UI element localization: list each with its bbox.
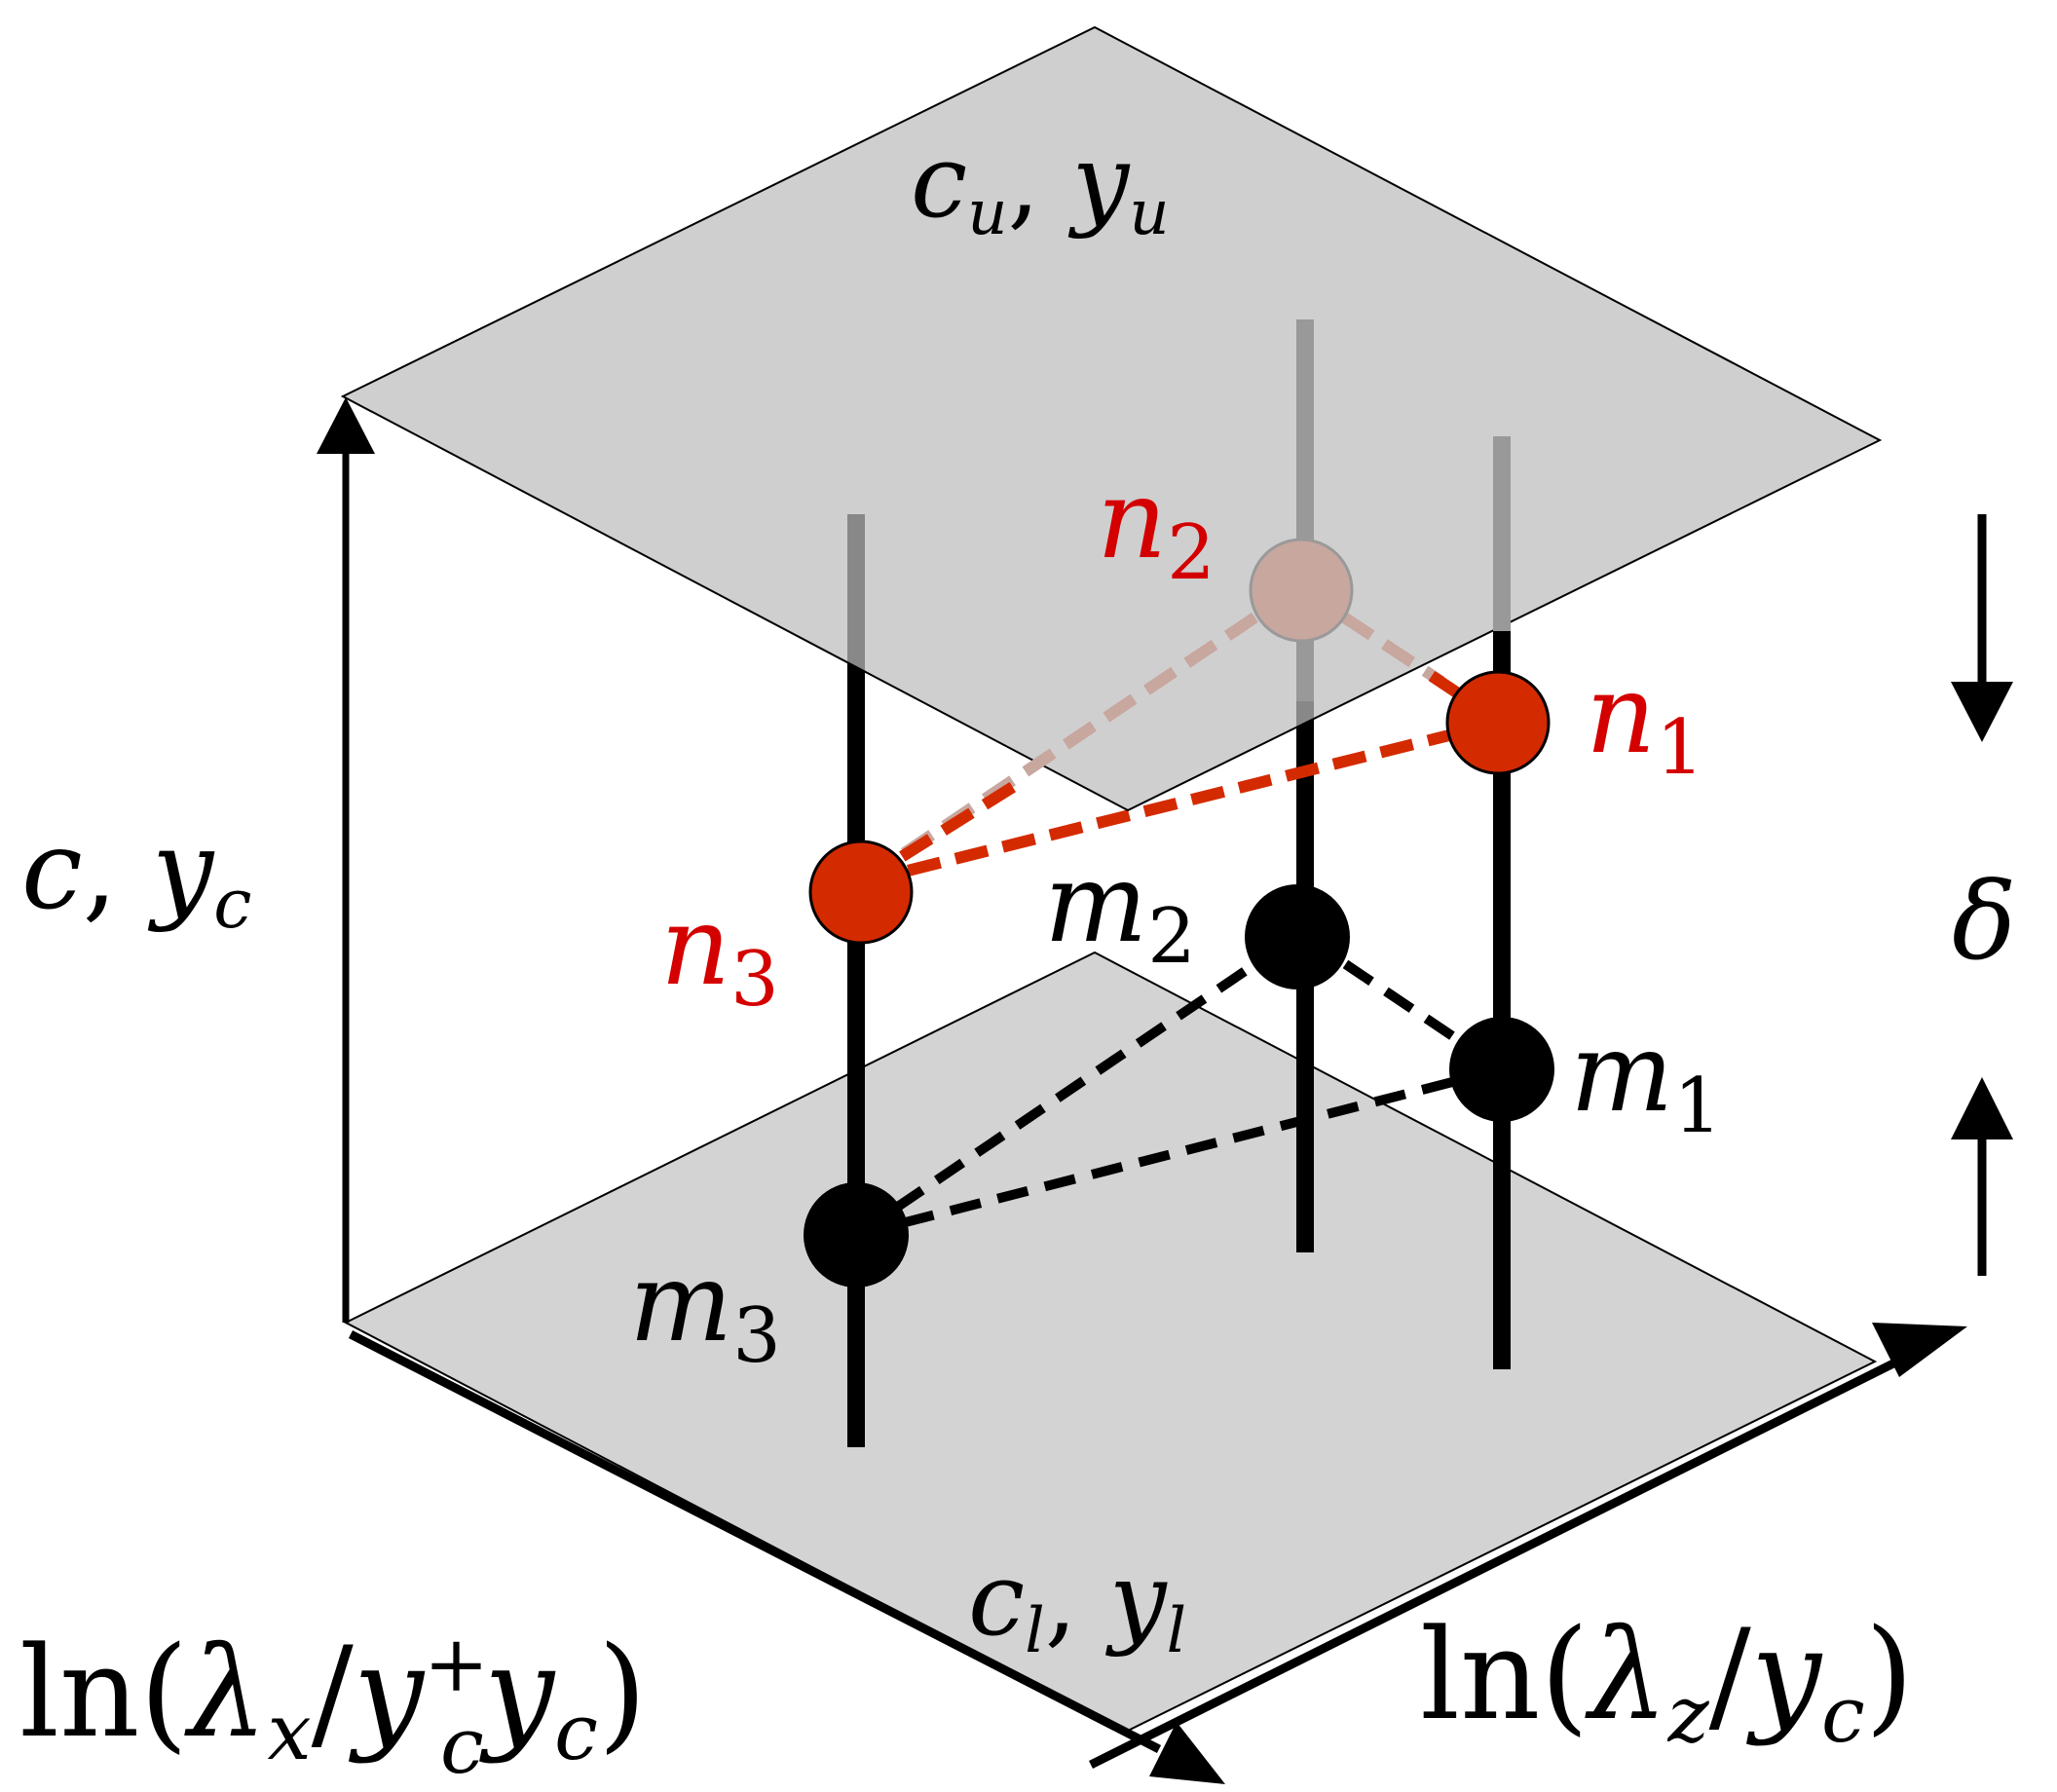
- upper-plane-label: cu, yu: [911, 122, 1170, 249]
- z-axis-label: ln(λz/yc): [1420, 1603, 1914, 1760]
- n2-n3-connection: [857, 585, 1299, 887]
- x-axis-arrowhead: [1149, 1722, 1225, 1784]
- node-n1: [1445, 670, 1551, 775]
- node-n3: [808, 840, 914, 945]
- label-n1: n1: [1586, 652, 1704, 792]
- delta-arrow-down-head: [1951, 682, 2013, 742]
- x-axis-line: [348, 1329, 1162, 1754]
- z-axis-line: [1088, 1351, 1912, 1770]
- node-n2: [1249, 538, 1354, 643]
- node-m2: [1245, 884, 1350, 989]
- delta-arrow-up-head: [1951, 1077, 2013, 1139]
- label-m2: m2: [1044, 840, 1196, 981]
- label-m3: m3: [629, 1240, 781, 1380]
- label-n2: n2: [1097, 457, 1216, 597]
- delta-label: δ: [1952, 859, 2016, 984]
- label-n3: n3: [660, 883, 779, 1024]
- n3-n1-connection: [859, 727, 1463, 888]
- lower-plane-label: cl, yl: [968, 1540, 1186, 1667]
- label-m1: m1: [1570, 1010, 1722, 1150]
- node-m1: [1449, 1017, 1554, 1122]
- x-axis-label: ln(λx/y+cyc): [19, 1619, 647, 1791]
- vertical-axis-label: c, yc: [21, 807, 251, 944]
- z-axis-arrowhead: [1872, 1323, 1967, 1377]
- vertical-axis-arrowhead: [317, 397, 375, 454]
- node-m3: [804, 1182, 909, 1288]
